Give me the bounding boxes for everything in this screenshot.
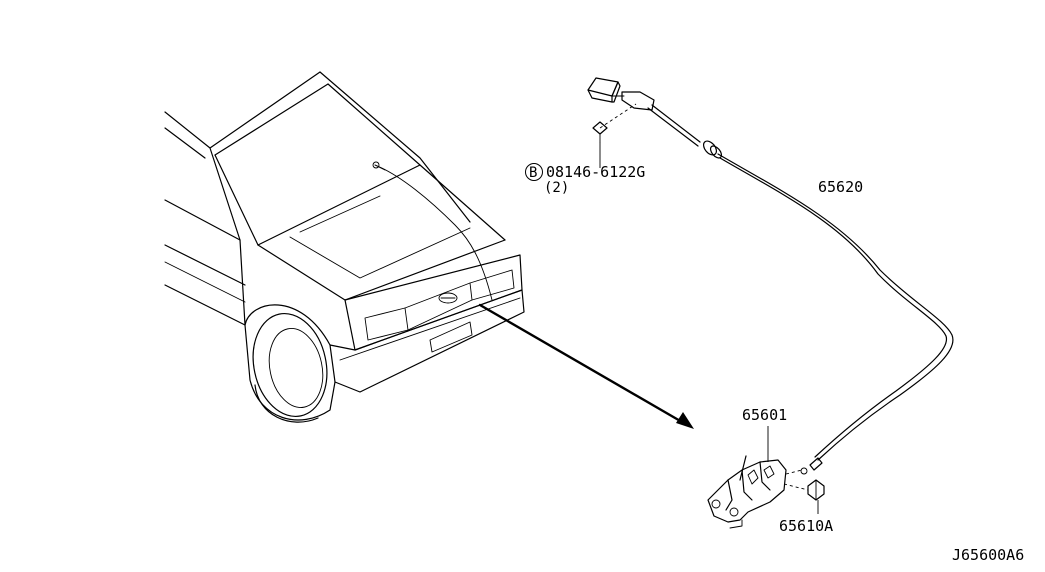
- lock-bolt-part-number: 65610A: [779, 517, 833, 535]
- bolt-icon: [807, 479, 825, 501]
- diagram-id: J65600A6: [952, 546, 1024, 564]
- callout-bolt-part: B 08146-6122G (2): [525, 163, 645, 196]
- bolt-quantity: (2): [544, 180, 569, 196]
- hood-release-cable: [587, 77, 954, 475]
- screw-icon: [592, 121, 608, 143]
- location-arrow: [478, 303, 694, 429]
- cable-part-number: 65620: [818, 178, 863, 196]
- bolt-part-number: 08146-6122G: [546, 163, 645, 181]
- bolt-badge: B: [529, 165, 537, 181]
- lock-part-number: 65601: [742, 406, 787, 424]
- vehicle-illustration: [164, 71, 525, 423]
- hood-lock-assembly: [707, 426, 825, 529]
